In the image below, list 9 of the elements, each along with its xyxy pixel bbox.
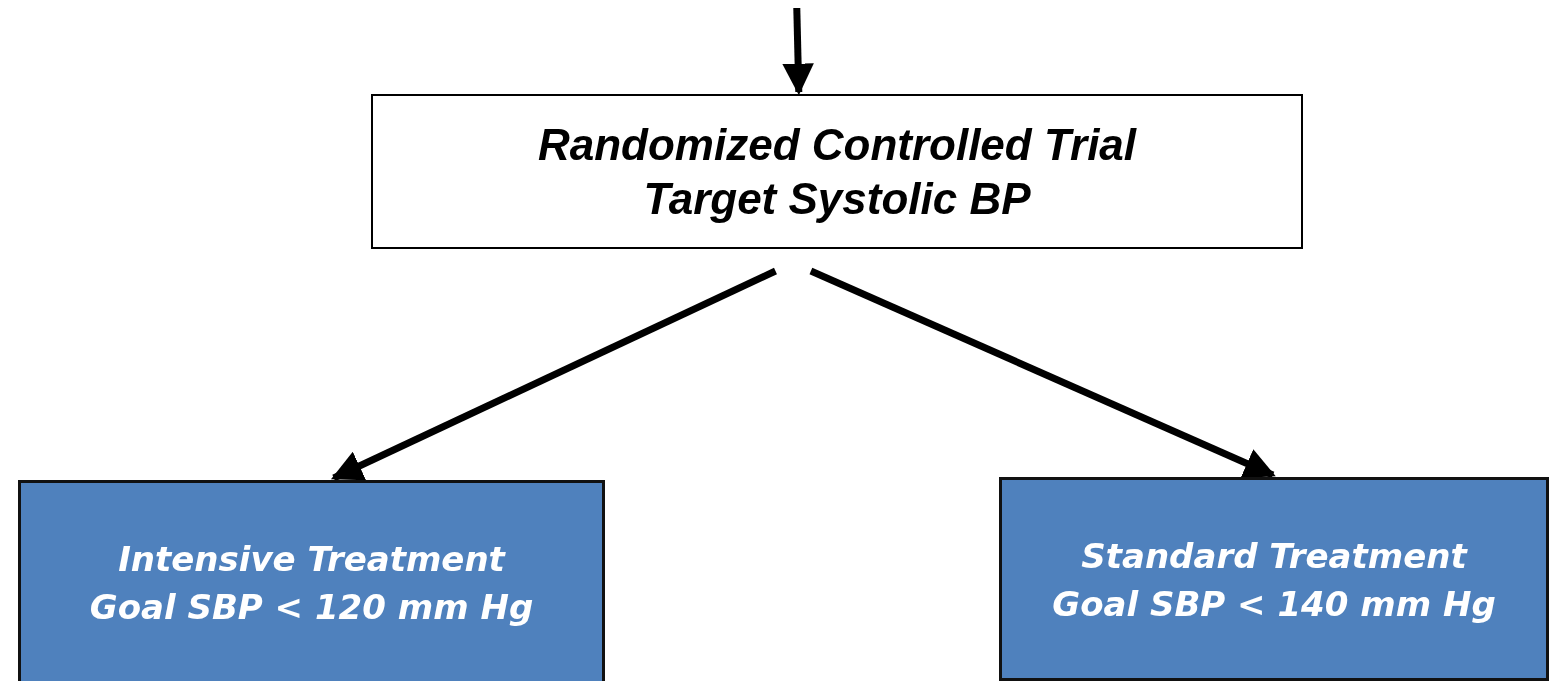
- trial-label: Randomized Controlled Trial Target Systolic BP: [536, 118, 1138, 225]
- treatment-label: Intensive Treatment Goal SBP < 120 mm Hg: [88, 538, 535, 629]
- treatment-box: [999, 477, 1549, 681]
- treatment-label: Standard Treatment Goal SBP < 140 mm Hg: [1051, 535, 1497, 626]
- treatment-box: [18, 480, 605, 681]
- arrow: [809, 267, 1276, 479]
- process-box: [371, 94, 1303, 249]
- arrow: [330, 267, 777, 482]
- arrow: [782, 7, 814, 96]
